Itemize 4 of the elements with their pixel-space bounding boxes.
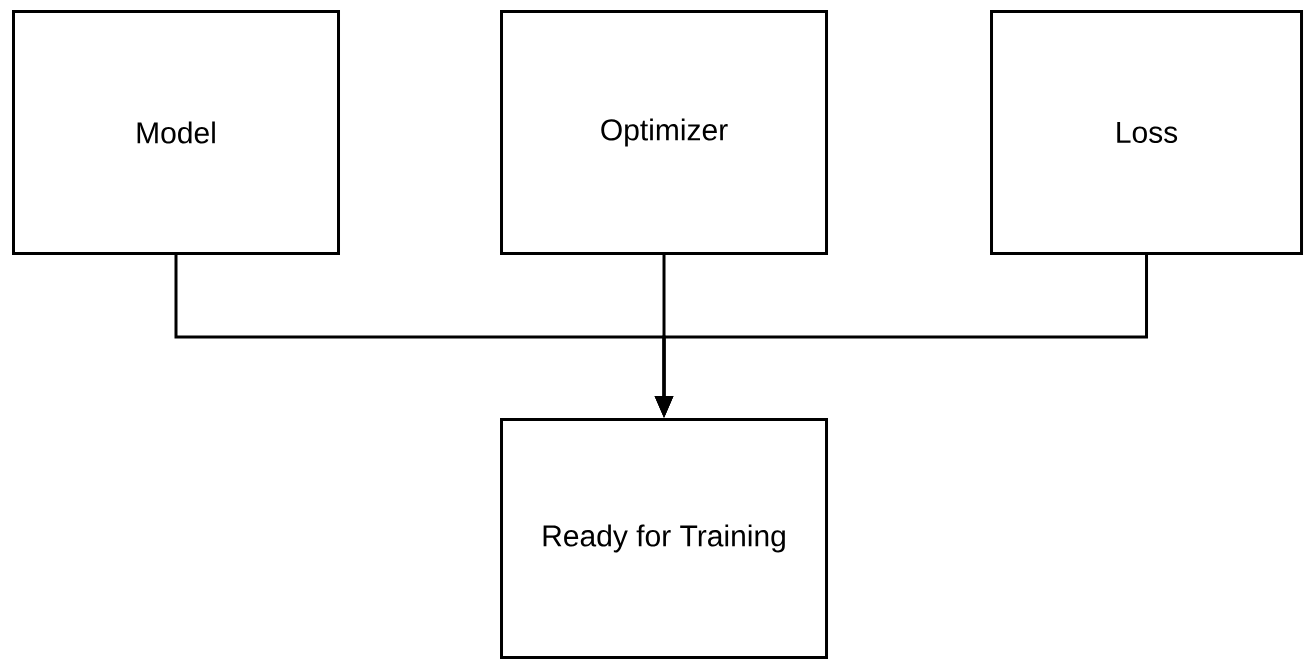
process-box: Loss — [990, 10, 1303, 255]
process-box: Optimizer — [500, 10, 828, 255]
process-box: Ready for Training — [500, 418, 828, 659]
process-box: Model — [12, 10, 340, 255]
